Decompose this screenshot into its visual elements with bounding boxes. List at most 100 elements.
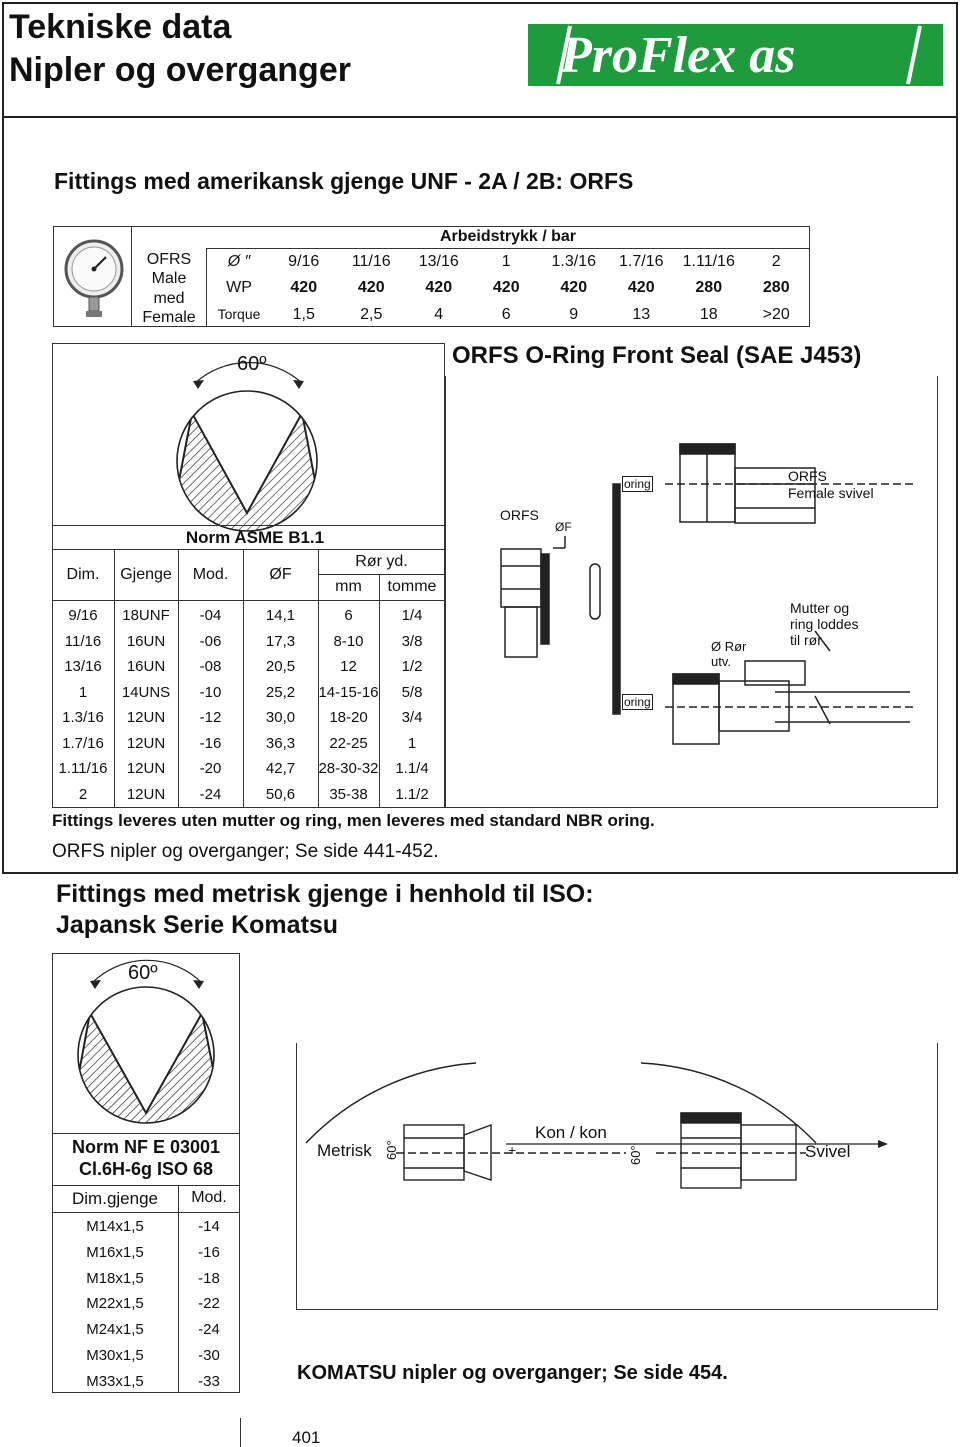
label-svivel: Svivel — [805, 1142, 851, 1161]
dim-cell: 35-38 — [329, 785, 368, 803]
dim-cell: 12UN — [126, 734, 166, 752]
pressure-cell-sizes: 11/16 — [351, 253, 391, 270]
pressure-cell-wp: 420 — [627, 279, 655, 296]
pressure-cell-torque: 4 — [434, 306, 444, 323]
komatsu-fitting-drawing: + — [305, 1062, 888, 1189]
logo-slash-decoration — [556, 25, 922, 85]
pressure-cell-wp: 280 — [695, 279, 723, 296]
dim-cell: 14-15-16 — [318, 683, 379, 701]
label-mutter-line2: ring loddes — [790, 616, 859, 632]
thread-profile-60-icon — [176, 361, 318, 532]
dim-cell: 16UN — [126, 658, 166, 675]
dim-cell: -10 — [199, 683, 222, 701]
label-female-line1: ORFS — [788, 468, 827, 484]
pressure-cell-torque: >20 — [762, 306, 790, 323]
pressure-cell-torque: 1,5 — [292, 306, 315, 323]
thread-diagram2-frame — [52, 953, 240, 1133]
page-title-line2: Nipler og overganger — [9, 51, 351, 89]
label-orfs: ORFS — [500, 507, 539, 523]
pressure-cell-wp: 420 — [425, 279, 453, 296]
dim-header-mod: Mod. — [192, 566, 229, 583]
dim-cell: 36,3 — [265, 734, 296, 752]
dim-header-mm: mm — [335, 578, 362, 595]
dim-cell: 18-20 — [329, 709, 368, 726]
pressure-caption-line — [206, 248, 810, 249]
label-ror-line2: utv. — [711, 654, 731, 669]
pressure-cell-sizes: 2 — [771, 253, 781, 270]
label-oring-top: oring — [622, 476, 653, 492]
dim-header-ror: Rør yd. — [355, 553, 408, 570]
row-label-wp: WP — [226, 279, 252, 296]
pressure-cell-sizes: 1.7/16 — [619, 253, 664, 270]
komatsu-cell-mod: -33 — [198, 1372, 220, 1390]
dim-cell: 1.1/2 — [395, 785, 429, 803]
thread-angle-label-2: 60º — [128, 962, 158, 984]
footer-rule — [240, 1418, 241, 1447]
komatsu-header-bottom-line — [52, 1212, 240, 1213]
dim-cell: 22-25 — [329, 734, 368, 752]
dim-cell: -12 — [199, 709, 222, 726]
dim-cell: 6 — [344, 607, 353, 624]
dim-header-line-top — [52, 549, 445, 550]
komatsu-cell-mod: -18 — [198, 1269, 220, 1287]
dim-col-line-2 — [178, 549, 179, 808]
label-angle-b: 60° — [628, 1145, 643, 1165]
brand-logo: ProFlex as — [528, 24, 943, 86]
dim-cell: 1.3/16 — [62, 709, 104, 726]
dim-cell: 3/8 — [401, 632, 423, 650]
komatsu-header-mod: Mod. — [191, 1189, 227, 1206]
type-label-3: med — [153, 290, 185, 307]
dim-cell: 12UN — [126, 760, 166, 777]
pressure-cell-torque: 9 — [569, 306, 579, 323]
pressure-cell-sizes: 1 — [501, 253, 511, 270]
komatsu-cell-dim: M24x1,5 — [86, 1321, 144, 1339]
komatsu-cell-mod: -22 — [198, 1295, 220, 1313]
type-label-1: OFRS — [146, 251, 192, 268]
pressure-cell-sizes: 1.11/16 — [682, 253, 735, 270]
brand-logo-text: ProFlex as — [560, 27, 796, 84]
dim-cell: 9/16 — [68, 607, 98, 624]
dim-cell: 13/16 — [64, 658, 102, 675]
diagram-title: ORFS O-Ring Front Seal (SAE J453) — [452, 342, 862, 369]
page-title-line1: Tekniske data — [9, 8, 232, 46]
thread-profile-60-icon-2 — [77, 959, 215, 1124]
label-kon: Kon / kon — [535, 1123, 607, 1142]
dim-col-line-4 — [318, 549, 319, 808]
dim-header-gjenge: Gjenge — [120, 566, 172, 583]
section1-heading: Fittings med amerikansk gjenge UNF - 2A … — [54, 168, 634, 194]
dim-header-of: ØF — [269, 566, 292, 583]
pressure-cell-wp: 420 — [290, 279, 318, 296]
dim-cell: 14,1 — [265, 607, 296, 624]
dim-cell: -24 — [199, 785, 222, 803]
dim-cell: 42,7 — [265, 760, 296, 777]
komatsu-cell-dim: M22x1,5 — [86, 1295, 144, 1313]
komatsu-cell-dim: M30x1,5 — [86, 1347, 144, 1364]
label-oring-bottom: oring — [622, 694, 653, 710]
section1-frame — [2, 116, 958, 874]
label-metrisk: Metrisk — [317, 1141, 372, 1160]
pressure-cell-wp: 280 — [762, 279, 790, 296]
komatsu-header-dim: Dim.gjenge — [72, 1189, 158, 1208]
komatsu-cell-mod: -14 — [198, 1218, 220, 1235]
dim-cell: 1/4 — [401, 607, 423, 624]
dim-cell: -04 — [199, 607, 222, 624]
fitting-drawing-frame — [445, 376, 938, 808]
pressure-gauge-icon — [64, 239, 124, 317]
note-orfs-pages: ORFS nipler og overganger; Se side 441-4… — [52, 841, 439, 862]
komatsu-cell-mod: -16 — [198, 1243, 220, 1261]
dim-cell: 1/2 — [401, 658, 423, 675]
section2-heading-line2: Japansk Serie Komatsu — [56, 911, 339, 939]
dim-cell: 20,5 — [265, 658, 296, 675]
pressure-cell-wp: 420 — [492, 279, 520, 296]
norm2-line2: Cl.6H-6g ISO 68 — [78, 1159, 214, 1179]
dim-cell: -08 — [199, 658, 222, 675]
dim-header-line-bottom — [52, 600, 445, 601]
dim-col-line-3 — [243, 549, 244, 808]
label-ror-line1: Ø Rør — [711, 639, 747, 654]
dim-cell: 16UN — [126, 632, 166, 650]
thread-angle-label: 60º — [237, 353, 267, 375]
komatsu-cell-dim: M14x1,5 — [86, 1218, 144, 1235]
note-fittings: Fittings leveres uten mutter og ring, me… — [52, 811, 655, 830]
